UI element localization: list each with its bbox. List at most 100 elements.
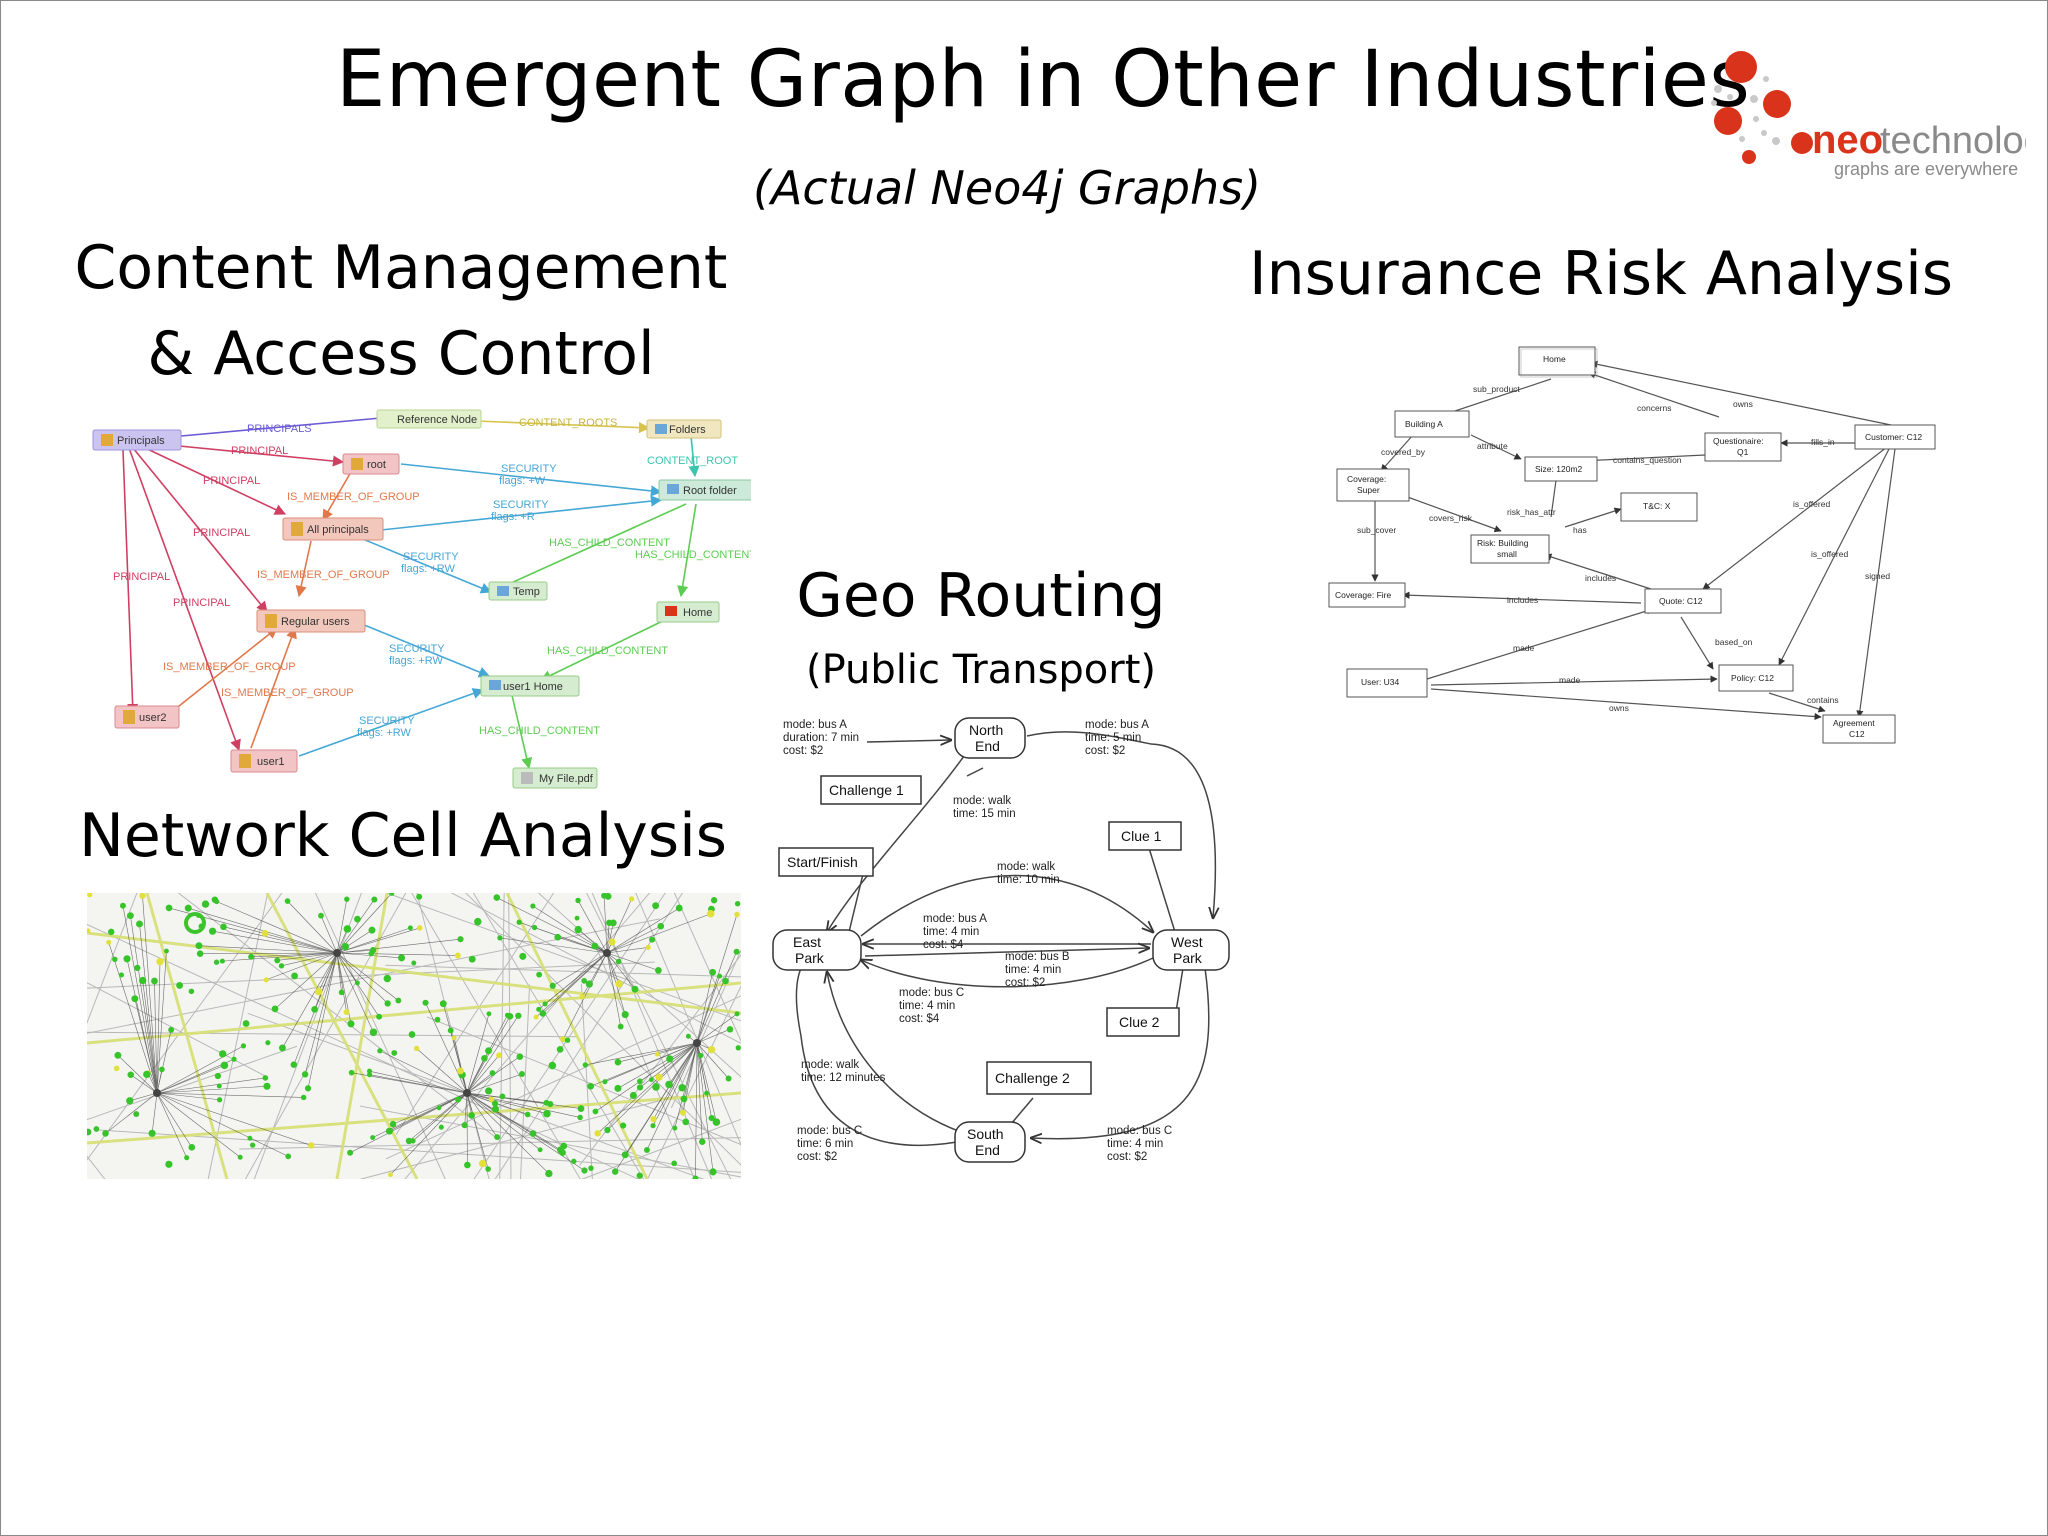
geo-edge-label: mode: bus C	[1107, 1125, 1172, 1137]
ins-edge-label: sub_cover	[1357, 525, 1396, 535]
cms-edge	[298, 688, 485, 757]
map-cell-link	[198, 945, 338, 954]
map-street	[385, 893, 741, 1022]
map-cell-node	[391, 1050, 398, 1056]
map-cell-link	[695, 1042, 698, 1179]
map-cell-tower	[693, 1039, 701, 1047]
map-cell-link	[142, 895, 158, 1094]
map-cell-node	[133, 1111, 140, 1118]
cms-edge-label: SECURITY	[501, 463, 557, 475]
map-cell-link	[696, 1013, 738, 1044]
cms-edge-label: PRINCIPALS	[247, 423, 312, 435]
geo-edge	[860, 874, 1153, 937]
map-cell-node	[536, 971, 543, 978]
geo-edge-label: cost: $4	[899, 1013, 940, 1025]
map-cell-link	[614, 1042, 698, 1172]
map-cell-link	[108, 942, 158, 1094]
ins-edge-label: has	[1573, 525, 1587, 535]
map-cell-link	[156, 1045, 244, 1094]
cms-edge-label: SECURITY	[359, 715, 415, 727]
logo-word-technology: technology	[1880, 120, 2026, 162]
map-street	[537, 893, 741, 1078]
map-cell-node	[549, 982, 556, 989]
map-street	[646, 985, 741, 1179]
map-cell-link	[542, 952, 608, 1014]
map-cell-tower	[463, 1089, 471, 1097]
map-cell-node	[725, 1075, 732, 1082]
map-cell-node	[706, 909, 715, 918]
geo-edge	[1031, 967, 1210, 1139]
map-cell-node	[554, 933, 562, 941]
ins-node-customer: Customer: C12	[1865, 432, 1922, 442]
cms-edge	[168, 627, 278, 715]
geo-heading: Geo Routing	[796, 561, 1166, 631]
map-cell-node	[726, 1026, 734, 1033]
map-cell-node	[134, 964, 141, 972]
cms-node-reference: Reference Node	[397, 414, 477, 426]
map-cell-node	[242, 1020, 250, 1027]
map-cell-node	[543, 1109, 551, 1118]
geo-node-north-line1: North	[969, 722, 1003, 738]
cms-edge-label: HAS_CHILD_CONTENT	[547, 645, 668, 657]
map-cell-node	[559, 1149, 566, 1156]
map-cell-link	[499, 937, 608, 954]
map-cell-node	[220, 923, 227, 931]
map-cell-link	[139, 923, 158, 1094]
map-cell-node	[87, 928, 91, 934]
map-cell-node	[592, 1108, 599, 1115]
map-cell-node	[148, 1129, 156, 1137]
map-cell-node	[575, 897, 581, 904]
map-cell-node	[629, 1091, 637, 1099]
geo-edge	[827, 972, 962, 1133]
geo-node-clue2: Clue 2	[1119, 1014, 1160, 1030]
geo-node-clue1: Clue 1	[1121, 828, 1162, 844]
map-cell-node	[709, 968, 717, 976]
map-cell-node	[87, 1128, 92, 1136]
map-cell-node	[617, 1023, 624, 1030]
map-cell-node	[494, 1134, 501, 1141]
map-cell-node	[184, 1155, 190, 1161]
map-cell-node	[274, 957, 281, 964]
map-cell-link	[674, 1042, 698, 1129]
ins-edge	[1580, 454, 1706, 465]
map-cell-node	[571, 1158, 577, 1165]
map-cell-link	[336, 952, 347, 1013]
geo-edge-label: time: 12 minutes	[801, 1072, 886, 1084]
map-cell-node	[455, 1096, 462, 1103]
map-cell-node	[451, 1035, 457, 1041]
map-cell-node	[582, 1062, 588, 1068]
map-cell-node	[548, 1061, 557, 1070]
cms-edge	[489, 503, 687, 593]
map-cell-link	[466, 1092, 492, 1100]
cms-edge-label: HAS_CHILD_CONTENT	[549, 537, 670, 549]
map-cell-link	[466, 1092, 563, 1153]
neotechnology-logo: neo technology graphs are everywhere	[1711, 51, 2026, 179]
map-cell-node	[594, 1130, 601, 1137]
geo-edge	[1026, 731, 1215, 918]
cms-heading-line1: Content Management	[74, 233, 728, 303]
ins-edge-label: signed	[1865, 571, 1890, 581]
map-cell-node	[107, 928, 115, 936]
cms-edge	[475, 420, 651, 434]
map-cell-link	[606, 952, 659, 971]
map-street	[465, 893, 741, 1166]
map-cell-link	[466, 1073, 523, 1094]
map-cell-link	[274, 952, 338, 1010]
insurance-risk-graph: sub_product concerns owns covered_by att…	[1328, 346, 1936, 744]
map-cell-link	[577, 900, 608, 954]
map-cell-link	[496, 897, 608, 954]
map-cell-node	[184, 904, 192, 912]
map-cell-node	[650, 1123, 656, 1129]
map-cell-node	[577, 1114, 583, 1121]
map-cell-node	[672, 1125, 678, 1131]
geo-edge-label: mode: walk	[801, 1059, 859, 1071]
map-cell-node	[671, 1160, 678, 1167]
map-cell-link	[466, 1016, 511, 1094]
geo-node-challenge1: Challenge 1	[829, 782, 904, 798]
map-cell-tower	[153, 1089, 161, 1097]
geo-edge	[795, 956, 958, 1146]
map-cell-node	[416, 925, 423, 931]
map-cell-node	[368, 926, 376, 934]
cms-node-user1-home: user1 Home	[503, 681, 563, 693]
map-cell-node	[139, 893, 146, 899]
